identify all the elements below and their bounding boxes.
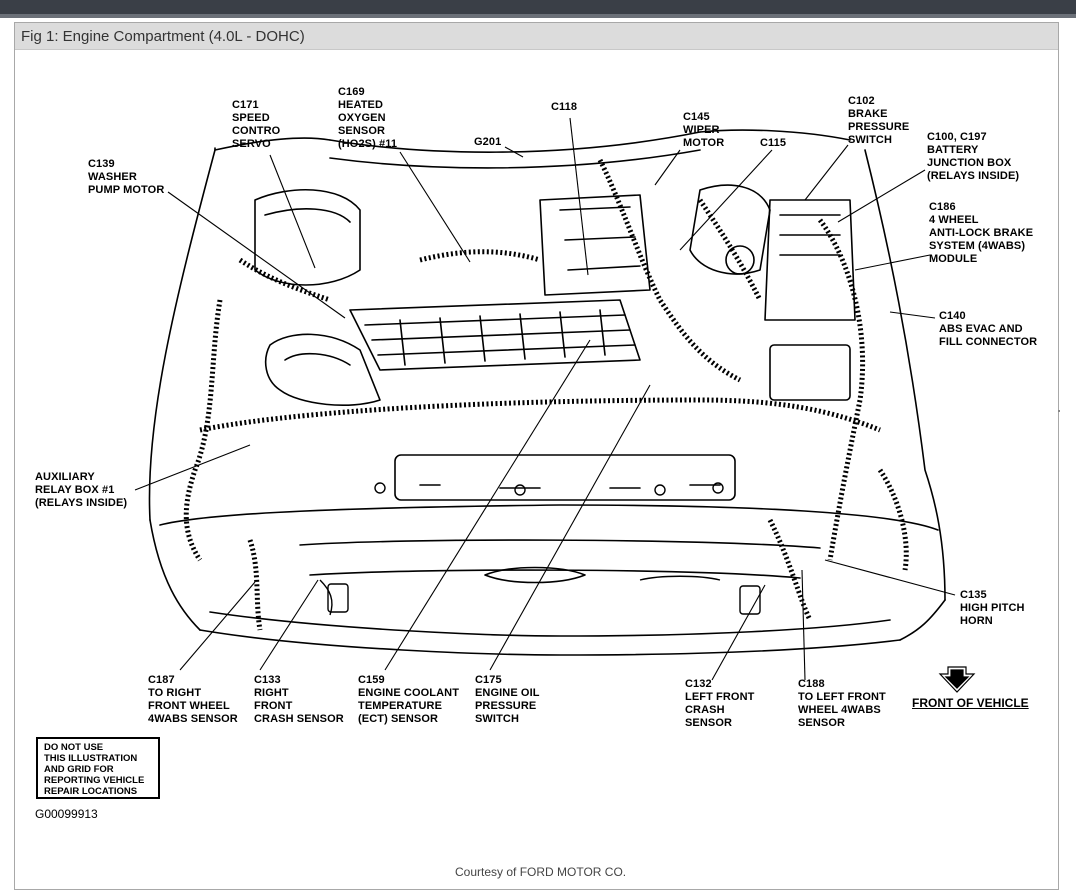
callout-c169: C169 HEATED OXYGEN SENSOR (HO2S) #11	[338, 86, 398, 150]
callout-c102: C102 BRAKE PRESSURE SWITCH	[848, 95, 910, 146]
callout-g201: G201	[474, 136, 502, 148]
stray-mark	[1058, 410, 1060, 412]
callout-c159: C159 ENGINE COOLANT TEMPERATURE (ECT) SE…	[358, 674, 460, 725]
callout-c175: C175 ENGINE OIL PRESSURE SWITCH	[475, 674, 540, 725]
callout-c118: C118	[551, 101, 578, 113]
disclaimer-box: DO NOT USE THIS ILLUSTRATION AND GRID FO…	[36, 737, 160, 799]
browser-top-border	[0, 14, 1076, 18]
browser-top-bar	[0, 0, 1076, 14]
figure-title-bar: Fig 1: Engine Compartment (4.0L - DOHC)	[15, 23, 1058, 50]
callout-c115: C115	[760, 137, 787, 149]
callout-aux-relay: AUXILIARY RELAY BOX #1 (RELAYS INSIDE)	[35, 471, 128, 509]
front-of-vehicle-label: FRONT OF VEHICLE	[912, 696, 1029, 710]
front-arrow-icon	[938, 666, 976, 693]
callout-c133: C133 RIGHT FRONT CRASH SENSOR	[254, 674, 344, 725]
callout-c140: C140 ABS EVAC AND FILL CONNECTOR	[939, 310, 1038, 348]
callout-c132: C132 LEFT FRONT CRASH SENSOR	[685, 678, 755, 729]
figure-title: Fig 1: Engine Compartment (4.0L - DOHC)	[21, 28, 305, 45]
callout-c171: C171 SPEED CONTRO SERVO	[232, 99, 281, 150]
callout-c187: C187 TO RIGHT FRONT WHEEL 4WABS SENSOR	[148, 674, 238, 725]
leader-c171	[269, 154, 316, 269]
courtesy-credit: Courtesy of FORD MOTOR CO.	[455, 865, 627, 879]
callout-c145: C145 WIPER MOTOR	[683, 111, 725, 149]
callout-c135: C135 HIGH PITCH HORN	[960, 589, 1025, 627]
figure-id: G00099913	[35, 807, 98, 821]
callout-c100: C100, C197 BATTERY JUNCTION BOX (RELAYS …	[927, 131, 1020, 182]
callout-c186: C186 4 WHEEL ANTI-LOCK BRAKE SYSTEM (4WA…	[929, 201, 1034, 265]
callout-c188: C188 TO LEFT FRONT WHEEL 4WABS SENSOR	[798, 678, 886, 729]
disclaimer-text: DO NOT USE THIS ILLUSTRATION AND GRID FO…	[44, 742, 145, 797]
callout-c139: C139 WASHER PUMP MOTOR	[88, 158, 165, 196]
